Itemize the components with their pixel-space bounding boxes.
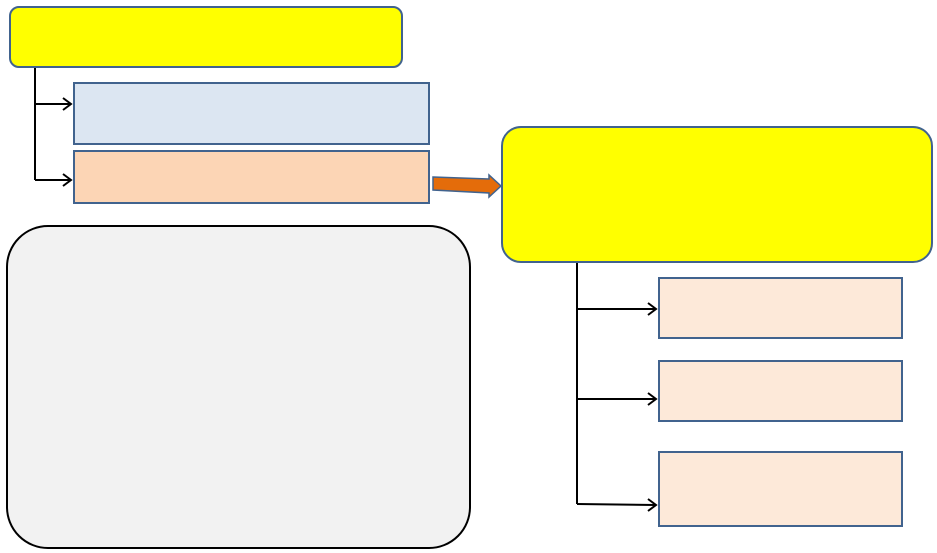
sub-1-box [658, 277, 903, 339]
right-branch-3-line [576, 503, 657, 506]
option-2-box [73, 150, 430, 204]
top-title-box [9, 6, 403, 68]
option-1-box [73, 82, 430, 145]
orange-block-arrow [432, 173, 503, 199]
sub-3-box [658, 451, 903, 527]
left-branch-1-arrowhead [62, 97, 73, 111]
sub-2-box [658, 360, 903, 422]
notes-box [6, 225, 471, 549]
right-branch-1-arrowhead [647, 302, 658, 316]
right-branch-2-arrowhead [647, 392, 658, 406]
right-title-box [501, 126, 933, 263]
left-branch-2-arrowhead [62, 173, 73, 187]
right-branch-3-arrowhead [647, 498, 658, 512]
